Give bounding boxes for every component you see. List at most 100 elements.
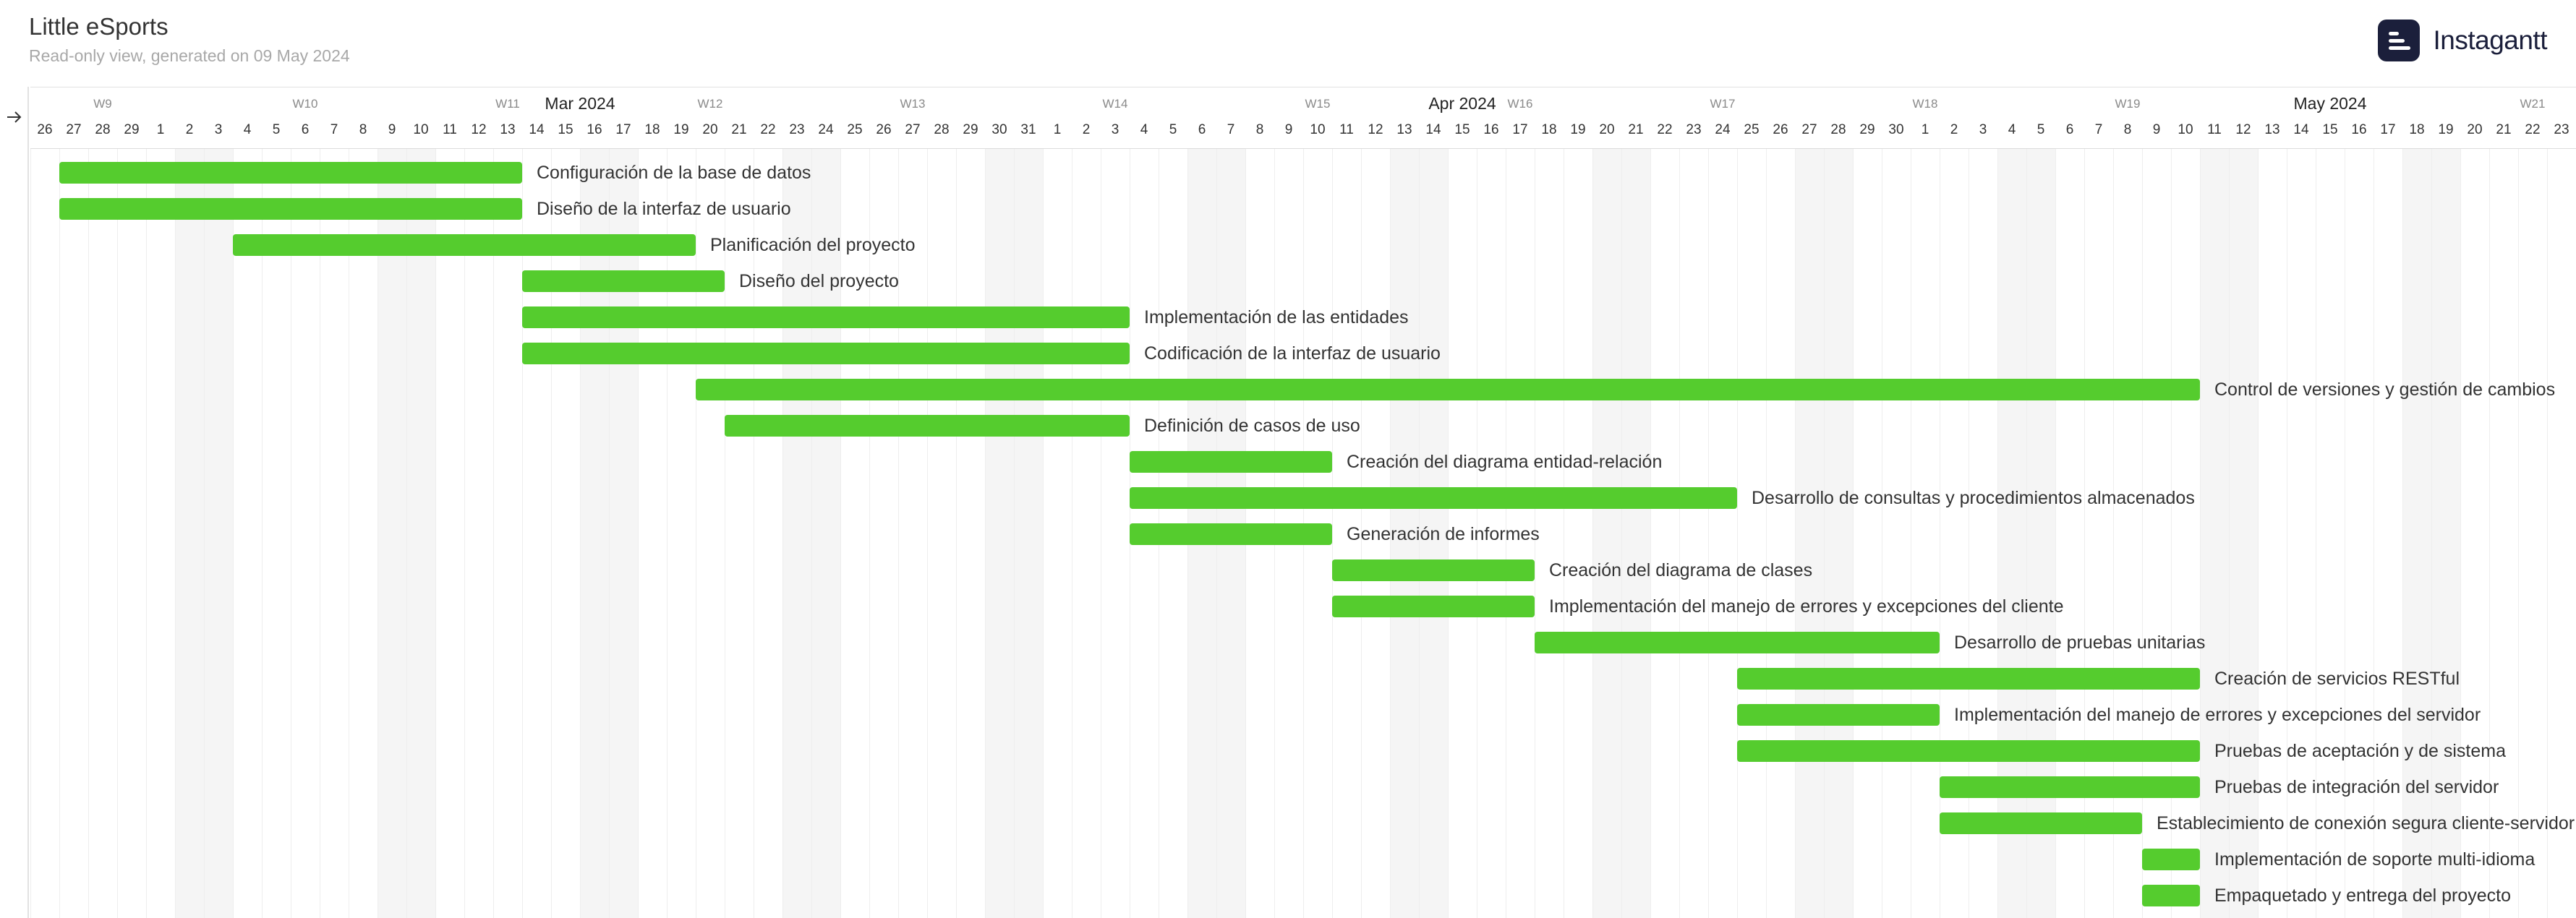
day-gridline — [2258, 149, 2259, 918]
day-label: 2 — [1950, 122, 1958, 137]
day-label: 4 — [243, 122, 252, 137]
day-label: 15 — [2322, 122, 2338, 137]
day-gridline — [2402, 149, 2403, 918]
task-bar[interactable] — [1737, 740, 2200, 762]
day-gridline — [2084, 149, 2085, 918]
task-label: Generación de informes — [1347, 524, 1540, 544]
day-label: 11 — [1339, 122, 1354, 137]
day-gridline — [2200, 149, 2201, 918]
brand-name: Instagantt — [2433, 25, 2547, 55]
day-label: 21 — [1628, 122, 1644, 137]
day-gridline — [2460, 149, 2461, 918]
day-label: 28 — [934, 122, 950, 137]
day-gridline — [2431, 149, 2432, 918]
day-label: 29 — [124, 122, 140, 137]
task-bar[interactable] — [59, 162, 522, 184]
day-gridline — [1448, 149, 1449, 918]
day-label: 19 — [673, 122, 689, 137]
task-bar[interactable] — [233, 234, 696, 256]
week-label: W19 — [2115, 97, 2141, 111]
task-label: Desarrollo de pruebas unitarias — [1954, 632, 2206, 653]
day-label: 17 — [1512, 122, 1528, 137]
day-gridline — [840, 149, 841, 918]
day-label: 18 — [644, 122, 660, 137]
day-gridline — [927, 149, 928, 918]
day-label: 27 — [905, 122, 921, 137]
day-gridline — [667, 149, 668, 918]
day-gridline — [464, 149, 465, 918]
day-gridline — [522, 149, 523, 918]
day-label: 5 — [2037, 122, 2045, 137]
day-label: 26 — [37, 122, 53, 137]
day-label: 5 — [1169, 122, 1177, 137]
task-bar[interactable] — [522, 270, 725, 292]
week-label: W17 — [1710, 97, 1736, 111]
day-label: 9 — [2152, 122, 2161, 137]
day-gridline — [1043, 149, 1044, 918]
day-label: 29 — [1859, 122, 1875, 137]
day-gridline — [175, 149, 176, 918]
task-label: Implementación de soporte multi-idioma — [2214, 849, 2536, 870]
day-label: 10 — [1310, 122, 1326, 137]
task-bar[interactable] — [1332, 559, 1535, 581]
day-label: 7 — [2094, 122, 2103, 137]
day-label: 28 — [1830, 122, 1846, 137]
task-label: Pruebas de aceptación y de sistema — [2214, 741, 2507, 761]
day-label: 22 — [2525, 122, 2541, 137]
task-bar[interactable] — [2142, 849, 2200, 870]
week-label: W13 — [900, 97, 926, 111]
day-gridline — [1419, 149, 1420, 918]
day-label: 24 — [818, 122, 834, 137]
day-label: 19 — [2438, 122, 2454, 137]
task-bar[interactable] — [2142, 885, 2200, 906]
day-label: 7 — [330, 122, 338, 137]
day-gridline — [1795, 149, 1796, 918]
day-label: 4 — [2008, 122, 2016, 137]
month-label: May 2024 — [2293, 94, 2367, 113]
task-label: Codificación de la interfaz de usuario — [1144, 343, 1441, 364]
task-bar[interactable] — [1332, 596, 1535, 617]
task-label: Planificación del proyecto — [710, 235, 916, 255]
task-bar[interactable] — [59, 198, 522, 220]
day-gridline — [2171, 149, 2172, 918]
task-label: Creación del diagrama entidad-relación — [1347, 452, 1663, 472]
task-bar[interactable] — [696, 379, 2200, 400]
task-bar[interactable] — [1940, 812, 2142, 834]
expand-panel-button[interactable] — [0, 87, 29, 147]
day-label: 15 — [558, 122, 573, 137]
task-bar[interactable] — [1130, 487, 1737, 509]
brand[interactable]: Instagantt — [2378, 17, 2547, 64]
day-gridline — [2142, 149, 2143, 918]
task-bar[interactable] — [522, 306, 1130, 328]
day-label: 12 — [471, 122, 487, 137]
task-label: Definición de casos de uso — [1144, 416, 1360, 436]
day-gridline — [551, 149, 552, 918]
day-label: 13 — [500, 122, 516, 137]
task-bar[interactable] — [522, 343, 1130, 364]
day-label: 14 — [2293, 122, 2309, 137]
day-label: 28 — [95, 122, 111, 137]
task-label: Configuración de la base de datos — [537, 163, 811, 183]
day-label: 15 — [1454, 122, 1470, 137]
day-gridline — [1650, 149, 1651, 918]
day-label: 30 — [1888, 122, 1904, 137]
task-bar[interactable] — [1130, 523, 1332, 545]
task-bar[interactable] — [1535, 632, 1940, 653]
day-gridline — [1708, 149, 1709, 918]
day-gridline — [956, 149, 957, 918]
day-label: 29 — [963, 122, 978, 137]
day-gridline — [435, 149, 436, 918]
day-gridline — [1766, 149, 1767, 918]
task-bar[interactable] — [1737, 704, 1940, 726]
day-label: 13 — [2264, 122, 2280, 137]
task-bar[interactable] — [1737, 668, 2200, 690]
task-label: Pruebas de integración del servidor — [2214, 777, 2499, 797]
task-bar[interactable] — [725, 415, 1130, 437]
day-label: 8 — [359, 122, 367, 137]
day-gridline — [1997, 149, 1998, 918]
task-bar[interactable] — [1130, 451, 1332, 473]
week-label: W14 — [1102, 97, 1128, 111]
day-gridline — [30, 149, 31, 918]
task-bar[interactable] — [1940, 776, 2200, 798]
